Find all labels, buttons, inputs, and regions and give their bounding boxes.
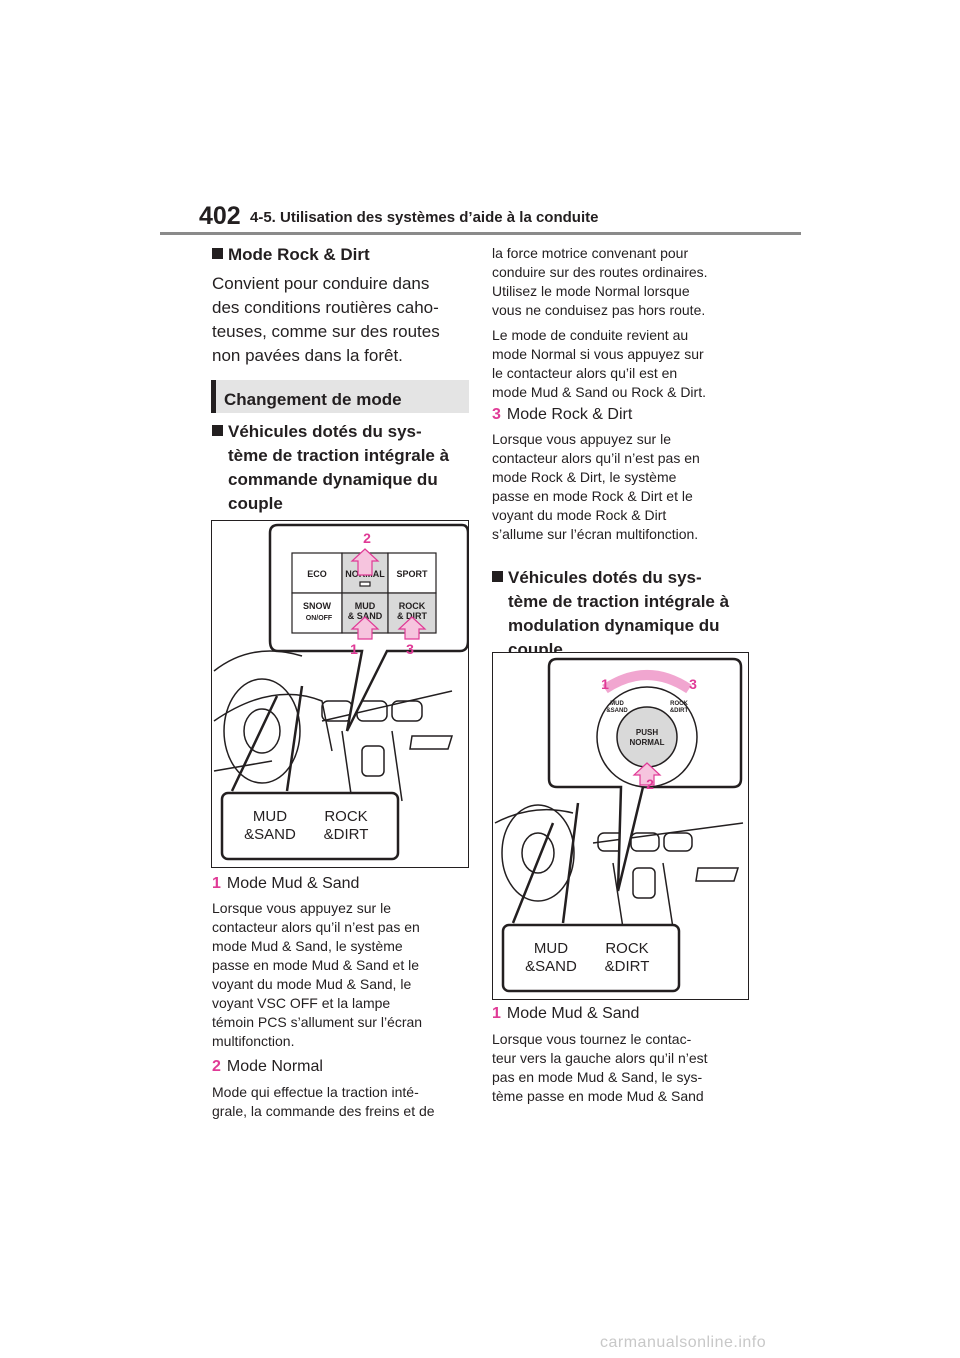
btn-mud-sub: & SAND bbox=[348, 611, 383, 621]
dial-dirt: &DIRT bbox=[670, 708, 689, 714]
item-1b-description: Lorsque vous tournez le contac- teur ver… bbox=[492, 1031, 708, 1104]
btn-rock: ROCK bbox=[399, 601, 426, 611]
btn-snow: SNOW bbox=[303, 601, 332, 611]
callout-1: 1 bbox=[601, 676, 609, 692]
btn-rock-sub: & DIRT bbox=[397, 611, 427, 621]
button-grid bbox=[291, 552, 437, 634]
square-bullet-icon bbox=[492, 571, 503, 582]
figure-button-panel: ECO NORMAL SPORT SNOW ON/OFF MUD & SAND … bbox=[211, 520, 470, 868]
btn-mud: MUD bbox=[355, 601, 376, 611]
display-mud: MUD bbox=[253, 808, 287, 825]
display-panel bbox=[220, 791, 400, 861]
dial-normal: NORMAL bbox=[629, 738, 664, 747]
display-rock: ROCK bbox=[605, 940, 648, 957]
figure-2-illustration: PUSH NORMAL MUD &SAND ROCK &DIRT 1 3 2 M… bbox=[494, 657, 744, 993]
dashboard-drawing bbox=[213, 650, 454, 802]
callout-3: 3 bbox=[689, 676, 697, 692]
callout-2: 2 bbox=[646, 776, 654, 792]
dial-sand: &SAND bbox=[606, 708, 628, 714]
dial-push: PUSH bbox=[636, 728, 658, 737]
dashboard-drawing bbox=[494, 804, 744, 929]
continued-description: la force motrice convenant pour conduire… bbox=[492, 245, 708, 318]
callout-3: 3 bbox=[406, 641, 414, 657]
display-dirt: &DIRT bbox=[324, 826, 369, 843]
item-2-description: Mode qui effectue la traction inté- gral… bbox=[212, 1084, 435, 1119]
section-box-changement: Changement de mode bbox=[211, 380, 469, 413]
btn-eco: ECO bbox=[307, 569, 327, 579]
display-panel bbox=[501, 923, 681, 993]
rock-heading: Mode Rock & Dirt bbox=[212, 243, 370, 267]
header-rule bbox=[160, 232, 801, 235]
item-1-description: Lorsque vous appuyez sur le contacteur a… bbox=[212, 900, 423, 1049]
arrow-up-icon bbox=[632, 762, 662, 786]
section-title: 4-5. Utilisation des systèmes d’aide à l… bbox=[250, 209, 599, 226]
square-bullet-icon bbox=[212, 425, 223, 436]
display-sand: &SAND bbox=[525, 958, 577, 975]
display-sand: &SAND bbox=[244, 826, 296, 843]
btn-snow-sub: ON/OFF bbox=[306, 615, 333, 622]
return-description: Le mode de conduite revient au mode Norm… bbox=[492, 327, 706, 400]
arrow-up-icon bbox=[350, 616, 380, 640]
callout-2: 2 bbox=[363, 530, 371, 546]
display-mud: MUD bbox=[534, 940, 568, 957]
display-rock: ROCK bbox=[324, 808, 367, 825]
btn-sport: SPORT bbox=[396, 569, 428, 579]
figure-dial: PUSH NORMAL MUD &SAND ROCK &DIRT 1 3 2 M… bbox=[492, 652, 749, 1000]
page-number: 402 bbox=[199, 202, 241, 230]
item-3-description: Lorsque vous appuyez sur le contacteur a… bbox=[492, 431, 700, 542]
mod-heading: Véhicules dotés du sys- tème de traction… bbox=[492, 566, 762, 662]
arrow-up-icon bbox=[397, 616, 427, 640]
display-dirt: &DIRT bbox=[605, 958, 650, 975]
figure-1-illustration: ECO NORMAL SPORT SNOW ON/OFF MUD & SAND … bbox=[213, 523, 470, 861]
callout-1: 1 bbox=[350, 641, 358, 657]
dial-knob bbox=[616, 706, 678, 768]
square-bullet-icon bbox=[212, 248, 223, 259]
arrow-up-icon bbox=[350, 548, 380, 576]
rotate-arrow-icon bbox=[602, 670, 692, 694]
dyn-heading: Véhicules dotés du sys- tème de traction… bbox=[212, 420, 472, 516]
leader-lines bbox=[511, 802, 580, 924]
dial-mud: MUD bbox=[610, 701, 624, 707]
watermark: carmanualsonline.info bbox=[600, 1334, 767, 1351]
rock-description: Convient pour conduire dans des conditio… bbox=[212, 274, 440, 365]
dial-rock: ROCK bbox=[670, 701, 688, 707]
pink-arrows bbox=[350, 548, 427, 640]
leader-lines bbox=[230, 685, 304, 792]
